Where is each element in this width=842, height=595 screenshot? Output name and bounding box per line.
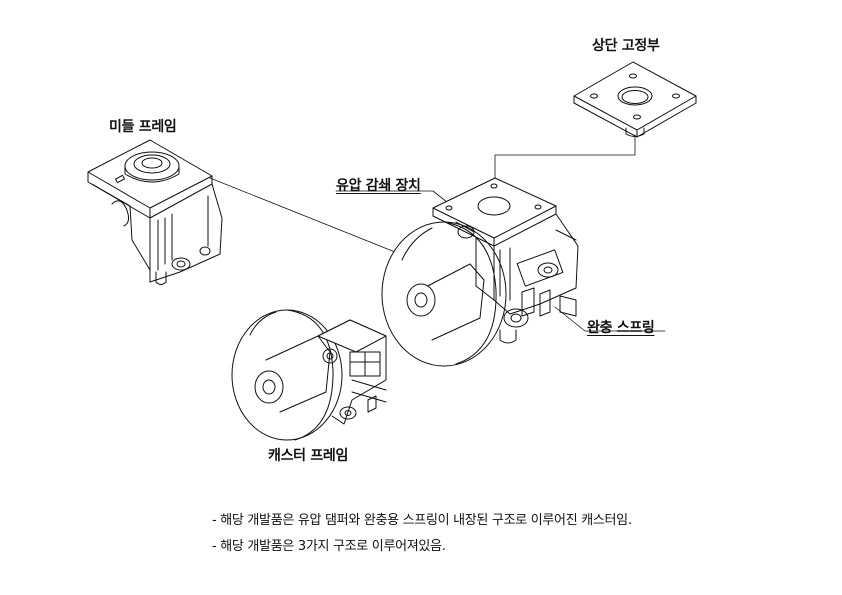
label-top-fixed: 상단 고정부: [592, 38, 660, 54]
middle-frame-part: [87, 139, 223, 285]
note-line: - 해당 개발품은 3가지 구조로 이루어져있음.: [212, 539, 446, 554]
label-middle-frame: 미들 프레임: [109, 119, 177, 135]
upper-fixed-plate: [573, 61, 697, 138]
caster-wheel-assembly: [231, 309, 387, 441]
notes: - 해당 개발품은 유압 댐퍼와 완충용 스프링이 내장된 구조로 이루어진 캐…: [212, 508, 632, 560]
label-caster-frame: 캐스터 프레임: [268, 448, 349, 464]
note-line: - 해당 개발품은 유압 댐퍼와 완충용 스프링이 내장된 구조로 이루어진 캐…: [212, 513, 632, 528]
label-spring: 완충 스프링: [587, 320, 655, 336]
assembled-caster: [381, 177, 579, 367]
label-damper: 유압 감쇄 장치: [336, 178, 421, 194]
